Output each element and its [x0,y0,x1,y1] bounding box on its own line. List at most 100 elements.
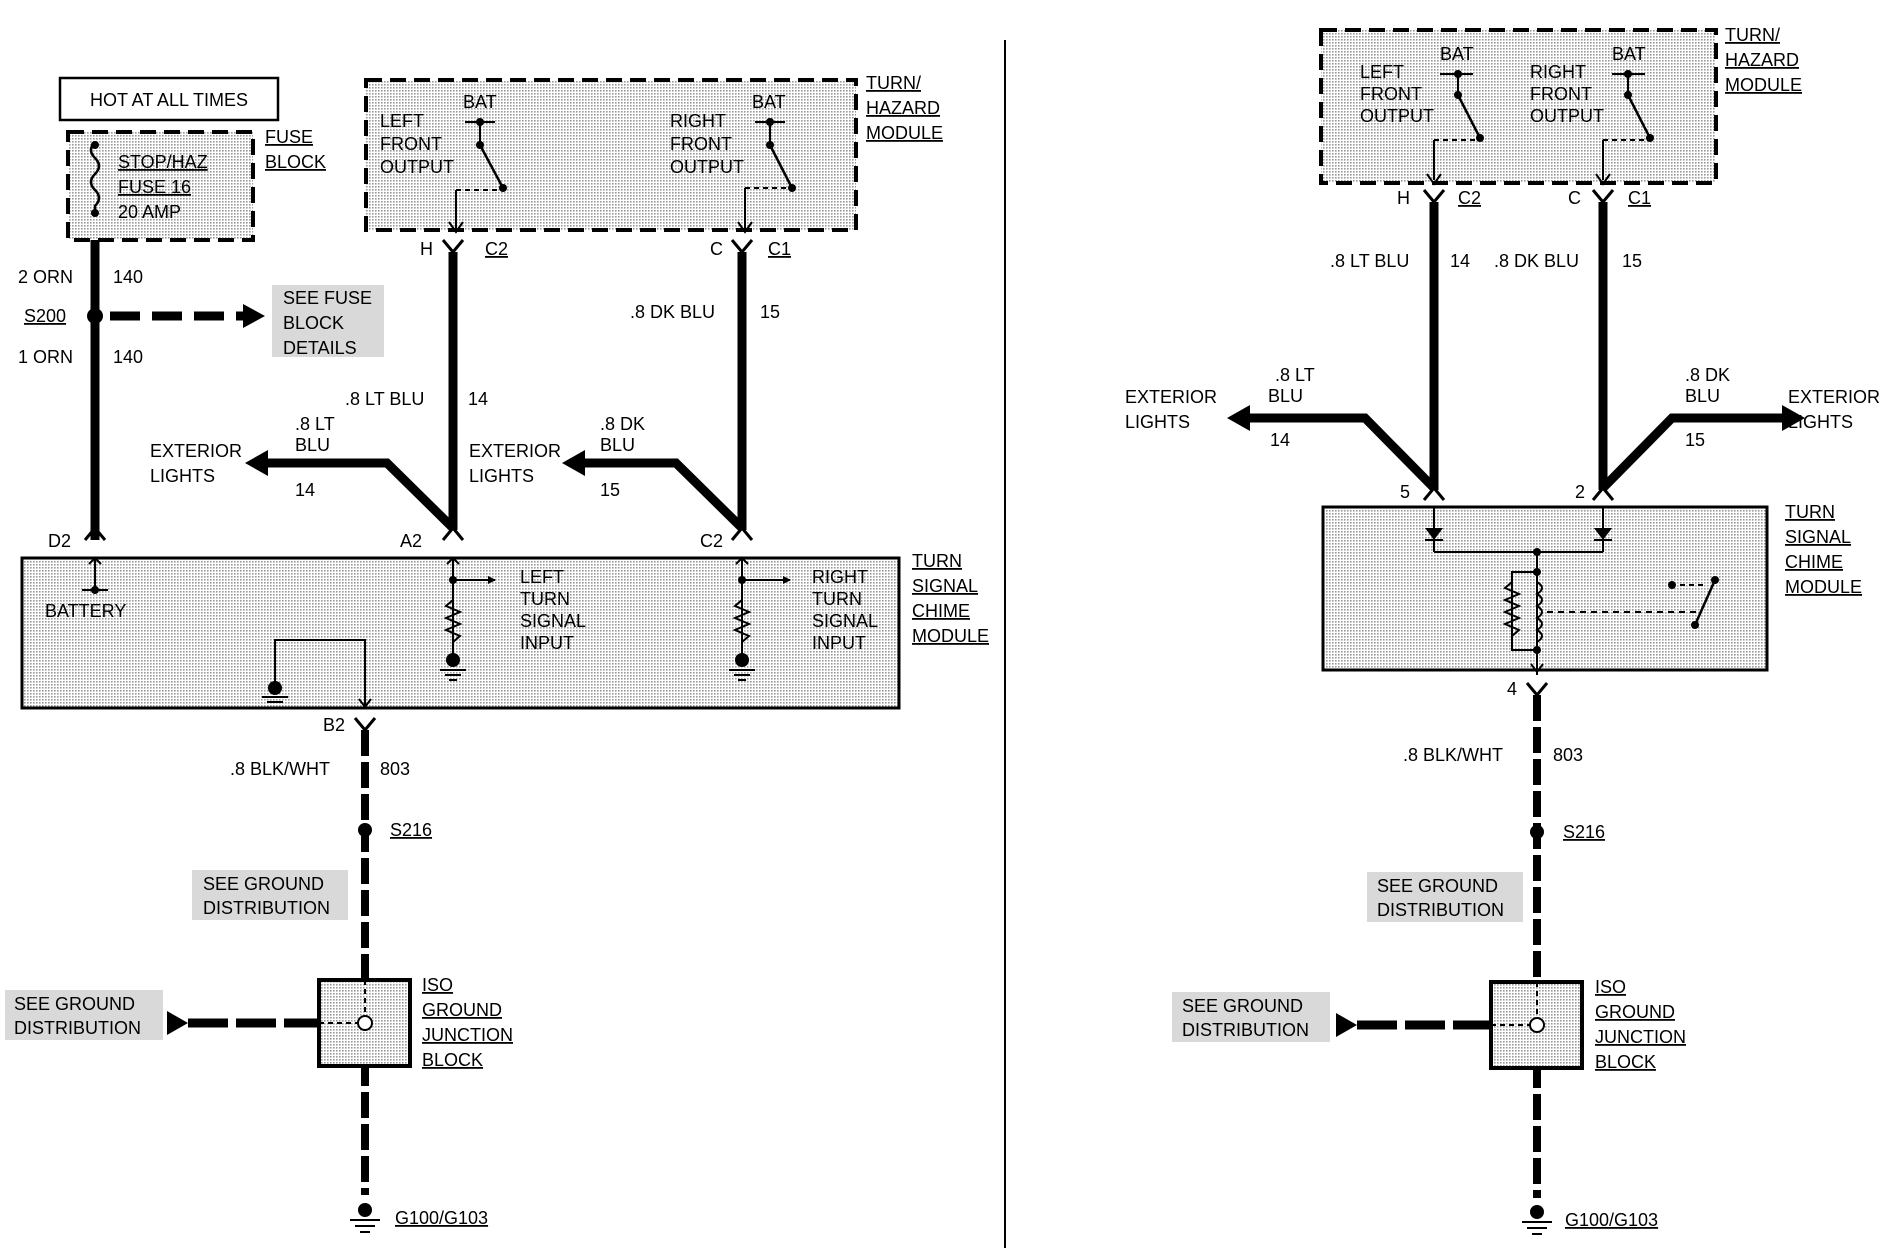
r-resistor [1502,581,1522,637]
r-see-ground-1a: SEE GROUND [1377,876,1498,896]
r-branch-dk-label-2: BLU [1685,386,1720,406]
r-circuit-14: 14 [1450,251,1470,271]
chime-module-right [1321,505,1769,672]
r-circuit-803: 803 [1553,745,1583,765]
wire-2orn-label: 2 ORN [18,267,73,287]
r-see-ground-2a: SEE GROUND [1182,996,1303,1016]
see-ground-1a: SEE GROUND [203,874,324,894]
r-ext-lights-right-1: EXTERIOR [1788,387,1880,407]
r-see-ground-2b: DISTRIBUTION [1182,1020,1309,1040]
r-wire-blk-wht-label: .8 BLK/WHT [1403,745,1503,765]
r-splice-s216-dot [1530,825,1544,839]
r-wire-dk-blu-label: .8 DK BLU [1494,251,1579,271]
pin-c2-chime: C2 [700,531,723,551]
r-iso-label-3: JUNCTION [1595,1027,1686,1047]
ground-icon-right [1530,1205,1544,1219]
switch-rf [768,144,794,189]
r-ext-lights-left-1: EXTERIOR [1125,387,1217,407]
r-turn-hazard-2: HAZARD [1725,50,1799,70]
branch-dk-circuit: 15 [600,480,620,500]
turn-hazard-label-3: MODULE [866,123,943,143]
left-turn-input-3: SIGNAL [520,611,586,631]
left-front-output-1: LEFT [380,111,424,131]
r-conn-c2: C2 [1458,188,1481,208]
ext-lights-1-a: EXTERIOR [150,441,242,461]
see-fuse-1: SEE FUSE [283,288,372,308]
right-front-output-1: RIGHT [670,111,726,131]
see-fuse-3: DETAILS [283,338,357,358]
r-pin-c: C [1568,188,1581,208]
hot-at-all-times-label: HOT AT ALL TIMES [90,90,248,110]
r-branch-dk-circuit: 15 [1685,430,1705,450]
see-fuse-arrow-head [243,304,265,328]
r-wire-lt-blu-label: .8 LT BLU [1330,251,1409,271]
right-turn-input-1: RIGHT [812,567,868,587]
branch-lt-circuit: 14 [295,480,315,500]
splice-s216-dot [358,823,372,837]
pin-a2: A2 [400,531,422,551]
ground-g100-right: G100/G103 [1565,1210,1658,1230]
r-conn-c1: C1 [1628,188,1651,208]
pin-b2: B2 [323,715,345,735]
r-ext-lights-left-2: LIGHTS [1125,412,1190,432]
right-front-output-3: OUTPUT [670,157,744,177]
splice-s200-dot [87,308,103,324]
see-ground-shade-1 [192,870,348,920]
left-turn-input-1: LEFT [520,567,564,587]
ground-icon-left [358,1203,372,1217]
r-branch-lt-label-2: BLU [1268,386,1303,406]
r-chime-switch [1693,579,1717,626]
fuse-name: STOP/HAZ [118,152,208,172]
resistor-left [443,599,463,643]
r-right-front-output-1: RIGHT [1530,62,1586,82]
wire-dk-blu-label: .8 DK BLU [630,302,715,322]
left-front-output-2: FRONT [380,134,442,154]
see-ground-2b: DISTRIBUTION [14,1018,141,1038]
splice-s200: S200 [24,306,66,326]
r-ext-lights-right-2: LIGHTS [1788,412,1853,432]
r-iso-label-2: GROUND [1595,1002,1675,1022]
pin-c-left: C [710,239,723,259]
branch-dk-blu [585,458,746,532]
wire-lt-blu-label: .8 LT BLU [345,389,424,409]
circuit-14-label: 14 [468,389,488,409]
r-splice-s216: S216 [1563,822,1605,842]
r-turn-hazard-3: MODULE [1725,75,1802,95]
chime-label-4: MODULE [912,626,989,646]
r-see-ground-shade-1 [1367,872,1523,922]
circuit-140-lower: 140 [113,347,143,367]
r-right-front-output-2: FRONT [1530,84,1592,104]
left-front-output-3: OUTPUT [380,157,454,177]
r-left-front-output-3: OUTPUT [1360,106,1434,126]
conn-c2-left: C2 [485,239,508,259]
circuit-803-label: 803 [380,759,410,779]
chime-label-2: SIGNAL [912,576,978,596]
fuse-block-label-1: FUSE [265,127,313,147]
iso-label-2: GROUND [422,1000,502,1020]
r-branch-lt-label-1: .8 LT [1275,365,1315,385]
iso-label-1: ISO [422,975,453,995]
left-turn-input-2: TURN [520,589,570,609]
see-ground-1b: DISTRIBUTION [203,898,330,918]
branch-lt-label-2: BLU [295,435,330,455]
left-panel: HOT AT ALL TIMES STOP/HAZ FUSE 16 20 AMP… [5,73,989,1233]
see-fuse-shade [272,285,384,357]
r-turn-hazard-1: TURN/ [1725,25,1780,45]
r-pin-4: 4 [1507,679,1517,699]
ext-lights-2-b: LIGHTS [469,466,534,486]
r-pin-5: 5 [1400,482,1410,502]
r-chime-label-1: TURN [1785,502,1835,522]
resistor-right [732,599,752,643]
iso-label-3: JUNCTION [422,1025,513,1045]
r-chime-label-2: SIGNAL [1785,527,1851,547]
branch-dk-label-1: .8 DK [600,414,645,434]
chime-module-left [20,556,901,710]
circuit-15-label: 15 [760,302,780,322]
bat-label-lf: BAT [463,92,497,112]
branch-lt-label-1: .8 LT [295,414,335,434]
branch-lt-blu [268,458,457,532]
r-coil [1535,581,1543,643]
turn-hazard-module-right [1319,28,1718,185]
iso-label-4: BLOCK [422,1050,483,1070]
